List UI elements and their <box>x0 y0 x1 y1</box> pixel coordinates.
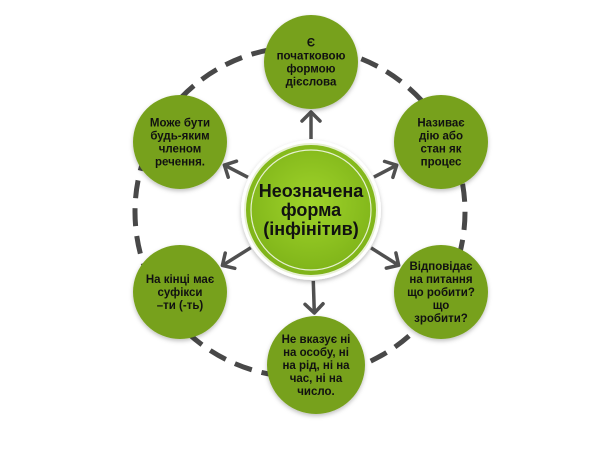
arrowhead-bottom <box>303 301 325 315</box>
satellite-line: що <box>433 300 450 312</box>
satellite-circle-top-left <box>133 95 227 189</box>
satellite-line: речення. <box>155 157 205 169</box>
satellite-line: зробити? <box>414 313 468 325</box>
satellite-line: початковою <box>277 51 346 63</box>
arrowhead-top-left <box>222 159 239 179</box>
satellite-line: на особу, ні <box>283 347 349 359</box>
satellite-line: Не вказує ні <box>282 334 351 346</box>
satellite-line: формою <box>286 64 335 76</box>
satellite-line: будь-яким <box>150 131 209 143</box>
satellite-line: членом <box>159 144 202 156</box>
center-line: форма <box>281 200 342 220</box>
satellite-line: що робити? <box>407 287 475 299</box>
arrowhead-top-right <box>382 159 399 180</box>
satellite-circle-top-right <box>394 95 488 189</box>
satellite-line: час, ні на <box>290 373 343 385</box>
arrow-bottom-right <box>370 246 400 267</box>
satellite-line: число. <box>297 386 335 398</box>
arrow-top-left <box>223 163 249 179</box>
satellite-circle-top <box>264 15 358 109</box>
satellite-circle-bottom-right <box>394 245 488 339</box>
satellite-line: дієслова <box>286 77 337 89</box>
center-line: Неозначена <box>259 181 364 201</box>
satellite-line: дію або <box>419 131 463 143</box>
satellite-circle-bottom-left <box>133 245 227 339</box>
satellite-line: на питання <box>409 274 472 286</box>
center-line: (інфінітив) <box>263 219 358 239</box>
center-circle <box>244 143 378 277</box>
satellite-line: Є <box>307 38 315 50</box>
arrow-bottom-left <box>221 246 252 267</box>
arrows-group <box>220 110 401 315</box>
arrowhead-top <box>300 110 322 123</box>
satellite-line: –ти (-ть) <box>157 300 204 312</box>
satellite-line: Відповідає <box>409 261 473 273</box>
satellite-line: Може бути <box>150 118 210 130</box>
arrow-bottom <box>311 280 317 314</box>
satellite-line: процес <box>421 157 462 169</box>
arrowhead-bottom-left <box>220 251 237 271</box>
satellite-line: на рід, ні на <box>282 360 350 372</box>
satellite-circle-bottom <box>267 316 365 414</box>
satellite-line: стан як <box>420 144 461 156</box>
center-inner-ring <box>250 149 372 271</box>
arrow-top-right <box>373 163 398 179</box>
satellite-line: На кінці має <box>146 274 215 286</box>
satellite-line: Називає <box>417 118 465 130</box>
arrowhead-bottom-right <box>384 251 401 270</box>
satellite-line: суфікси <box>158 287 203 299</box>
